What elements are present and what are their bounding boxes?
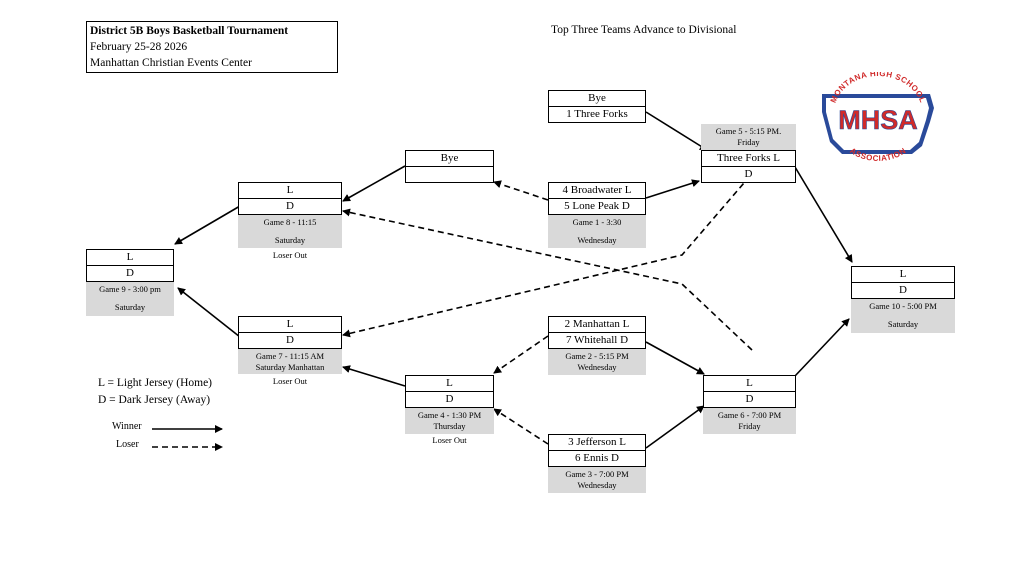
g8-info-day: Saturday xyxy=(274,235,306,245)
g7-info: Game 7 - 11:15 AM Saturday Manhattan xyxy=(238,349,342,374)
line-g5-to-g10 xyxy=(794,166,853,263)
bye1-top-cell: Bye xyxy=(548,90,646,107)
g2-info: Game 2 - 5:15 PM Wednesday xyxy=(548,349,646,375)
g4-bottom-cell: D xyxy=(405,391,494,408)
g2-bottom-cell: 7 Whitehall D xyxy=(548,332,646,349)
legend-loser-label: Loser xyxy=(116,439,139,450)
g4-info: Game 4 - 1:30 PM Thursday xyxy=(405,408,494,434)
jersey-legend: L = Light Jersey (Home) D = Dark Jersey … xyxy=(98,375,212,409)
loser-line-g2 xyxy=(493,335,549,374)
g3-info-day: Wednesday xyxy=(577,480,617,490)
g3-info: Game 3 - 7:00 PM Wednesday xyxy=(548,467,646,493)
legend-winner-label: Winner xyxy=(112,421,142,432)
g4-info-time: Game 4 - 1:30 PM xyxy=(417,410,482,420)
g10-info-time: Game 10 - 5:00 PM xyxy=(869,301,937,311)
g8-bottom-cell: D xyxy=(238,198,342,215)
g3-top-cell: 3 Jefferson L xyxy=(548,434,646,451)
g5-info: Game 5 - 5:15 PM. Friday xyxy=(701,124,796,151)
loser-line-g5 xyxy=(342,175,751,338)
line-g6-to-g10 xyxy=(794,318,850,377)
g2-info-day: Wednesday xyxy=(577,362,617,372)
line-g1-to-g5 xyxy=(645,179,700,199)
g9-info: Game 9 - 3:00 pm Saturday xyxy=(86,282,174,316)
legend-light-jersey: L = Light Jersey (Home) xyxy=(98,377,213,389)
g1-info-day: Wednesday xyxy=(577,235,617,245)
g9-bottom-cell: D xyxy=(86,265,174,282)
g10-bottom-cell: D xyxy=(851,282,955,299)
g6-info: Game 6 - 7:00 PM Friday xyxy=(703,408,796,434)
g2-info-time: Game 2 - 5:15 PM xyxy=(565,351,629,361)
g9-info-time: Game 9 - 3:00 pm xyxy=(99,284,161,294)
g5-info-day: Friday xyxy=(737,137,760,147)
g8-info-time: Game 8 - 11:15 xyxy=(263,217,317,227)
line-bye1-to-g5 xyxy=(645,111,708,151)
tournament-dates: February 25-28 2026 xyxy=(90,41,188,53)
g4-top-cell: L xyxy=(405,375,494,392)
g1-top-cell: 4 Broadwater L xyxy=(548,182,646,199)
g6-info-time: Game 6 - 7:00 PM xyxy=(717,410,782,420)
bye2-top-cell: Bye xyxy=(405,150,494,167)
g7-loser-note: Loser Out xyxy=(272,376,308,386)
g10-info: Game 10 - 5:00 PM Saturday xyxy=(851,299,955,333)
line-g8-to-g9 xyxy=(174,205,241,245)
bye1-bottom-cell: 1 Three Forks xyxy=(548,106,646,123)
g4-loser-note: Loser Out xyxy=(432,435,467,445)
tournament-name: District 5B Boys Basketball Tournament xyxy=(90,25,289,37)
g6-info-day: Friday xyxy=(738,421,761,431)
g6-top-cell: L xyxy=(703,375,796,392)
g3-info-time: Game 3 - 7:00 PM xyxy=(565,469,629,479)
g3-bottom-cell: 6 Ennis D xyxy=(548,450,646,467)
advance-note: Top Three Teams Advance to Divisional xyxy=(551,24,737,36)
g10-info-day: Saturday xyxy=(887,319,919,329)
g5-bottom-cell: D xyxy=(701,166,796,183)
g8-loser-note: Loser Out xyxy=(272,250,308,260)
g8-info: Game 8 - 11:15 Saturday xyxy=(238,215,342,248)
line-g2-to-g6 xyxy=(645,341,705,375)
bye2-bottom-cell xyxy=(405,166,494,183)
loser-line-g3 xyxy=(493,408,549,445)
g1-info-time: Game 1 - 3:30 xyxy=(572,217,622,227)
g8-top-cell: L xyxy=(238,182,342,199)
tournament-venue: Manhattan Christian Events Center xyxy=(90,57,252,69)
loser-line-g6 xyxy=(342,208,753,351)
g9-info-day: Saturday xyxy=(114,302,146,312)
g10-top-cell: L xyxy=(851,266,955,283)
g5-info-time: Game 5 - 5:15 PM. xyxy=(715,126,782,136)
line-g4-to-g7 xyxy=(342,365,406,387)
g7-info-day: Saturday Manhattan xyxy=(255,362,325,372)
g9-top-cell: L xyxy=(86,249,174,266)
g4-info-day: Thursday xyxy=(433,421,466,431)
g1-bottom-cell: 5 Lone Peak D xyxy=(548,198,646,215)
loser-line-g1 xyxy=(493,180,549,201)
g7-info-time: Game 7 - 11:15 AM xyxy=(255,351,325,361)
mhsa-logo-icon: MONTANA HIGH SCHOOL MHSA ASSOCIATION xyxy=(822,72,934,163)
g7-bottom-cell: D xyxy=(238,332,342,349)
logo-main-text: MHSA xyxy=(838,105,918,135)
g1-info: Game 1 - 3:30 Wednesday xyxy=(548,215,646,248)
legend-dark-jersey: D = Dark Jersey (Away) xyxy=(98,394,211,406)
tournament-title-box: District 5B Boys Basketball Tournament F… xyxy=(86,21,338,73)
line-g3-to-g6 xyxy=(645,405,705,449)
line-bye2-to-g8 xyxy=(342,165,406,202)
line-g7-to-g9 xyxy=(177,287,241,338)
g5-top-cell: Three Forks L xyxy=(701,150,796,167)
g7-top-cell: L xyxy=(238,316,342,333)
g2-top-cell: 2 Manhattan L xyxy=(548,316,646,333)
g6-bottom-cell: D xyxy=(703,391,796,408)
